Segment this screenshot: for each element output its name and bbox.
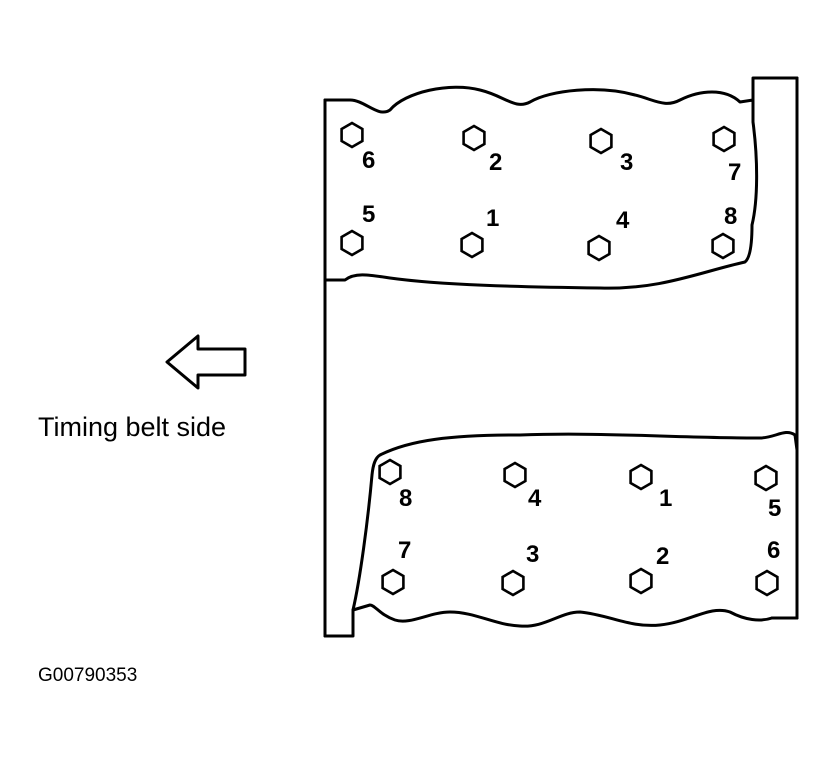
upper-bolt-number-3: 3 <box>620 149 633 176</box>
left-arrow-icon <box>165 334 247 390</box>
hex-bolt-icon <box>503 461 527 489</box>
upper-bolt-number-8: 8 <box>724 203 737 230</box>
block-top-right-tab <box>751 76 799 102</box>
hex-bolt-icon <box>460 231 484 259</box>
hex-bolt-icon <box>754 464 778 492</box>
hex-bolt-icon <box>629 567 653 595</box>
hex-bolt-icon <box>501 569 525 597</box>
hex-bolt-icon <box>712 125 736 153</box>
lower-cylinder-head-outline <box>351 431 799 628</box>
engine-block-outline <box>323 76 799 638</box>
hex-bolt-icon <box>378 458 402 486</box>
upper-bolt-number-4: 7 <box>728 159 741 186</box>
upper-bolt-number-7: 4 <box>616 207 630 234</box>
upper-bolt-number-5: 5 <box>362 201 375 228</box>
lower-head-bolt-numbers: 8 4 1 5 7 3 2 6 <box>398 485 781 570</box>
upper-bolt-number-1: 6 <box>362 147 375 174</box>
hex-bolt-icon <box>462 124 486 152</box>
lower-bolt-number-2: 4 <box>528 485 542 512</box>
lower-bolt-number-7: 2 <box>656 543 669 570</box>
upper-head-bolt-numbers: 6 2 3 7 5 1 4 8 <box>362 147 741 234</box>
block-bottom-left-tab <box>323 608 355 638</box>
lower-bolt-number-1: 8 <box>399 485 412 512</box>
hex-bolt-icon <box>629 463 653 491</box>
timing-belt-side-label: Timing belt side <box>38 412 226 442</box>
lower-bolt-number-4: 5 <box>768 495 781 522</box>
upper-bolt-number-2: 2 <box>489 149 502 176</box>
hex-bolt-icon <box>381 568 405 596</box>
upper-cylinder-head-outline <box>323 85 759 290</box>
lower-bolt-number-6: 3 <box>526 541 539 568</box>
upper-bolt-number-6: 1 <box>486 205 499 232</box>
lower-bolt-number-3: 1 <box>659 485 672 512</box>
lower-bolt-number-8: 6 <box>767 537 780 564</box>
figure-code: G00790353 <box>38 665 137 686</box>
bolt-group <box>340 121 779 597</box>
hex-bolt-icon <box>340 229 364 257</box>
hex-bolt-icon <box>340 121 364 149</box>
hex-bolt-icon <box>755 569 779 597</box>
hex-bolt-icon <box>711 232 735 260</box>
lower-bolt-number-5: 7 <box>398 537 411 564</box>
hex-bolt-icon <box>589 127 613 155</box>
hex-bolt-icon <box>587 234 611 262</box>
